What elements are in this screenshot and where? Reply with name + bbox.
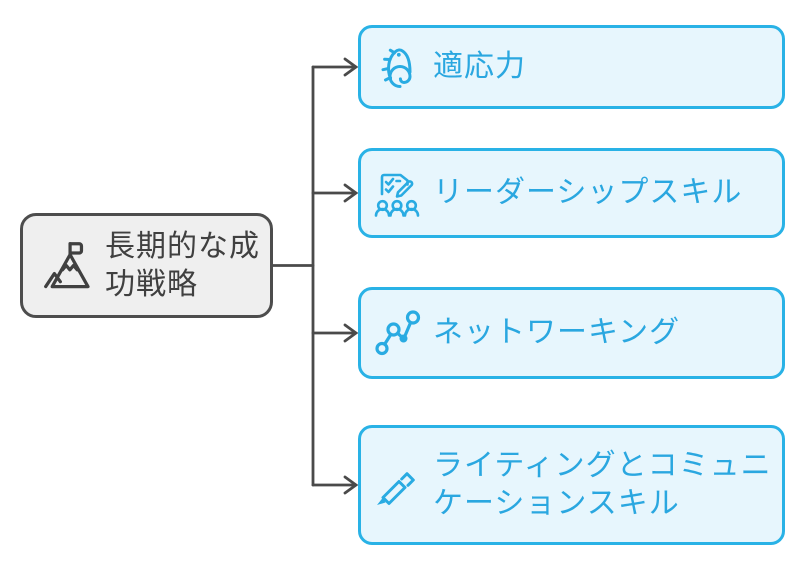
child-node-label: ライティングとコミュニケーションスキル (433, 449, 772, 520)
connector-root-to-trunk (271, 65, 315, 487)
root-node-label: 長期的な成功戦略 (105, 229, 260, 301)
leadership-checklist-team-icon (373, 169, 421, 217)
child-node-label: 適応力 (433, 50, 526, 84)
network-nodes-icon (373, 309, 421, 357)
root-node-long-term-success-strategy: 長期的な成功戦略 (20, 213, 273, 318)
connector-branch-1 (311, 57, 359, 77)
child-node-label: ネットワーキング (433, 316, 681, 350)
child-node-adaptability: 適応力 (358, 25, 785, 109)
connector-branch-4 (311, 475, 359, 495)
child-node-networking: ネットワーキング (358, 287, 785, 379)
connector-branch-3 (311, 323, 359, 343)
mountain-flag-icon (43, 240, 95, 292)
child-node-label: リーダーシップスキル (433, 176, 743, 210)
connector-branch-2 (311, 183, 359, 203)
child-node-leadership-skills: リーダーシップスキル (358, 148, 785, 238)
chameleon-icon (373, 43, 421, 91)
pen-icon (373, 461, 421, 509)
child-node-writing-communication-skills: ライティングとコミュニケーションスキル (358, 425, 785, 545)
